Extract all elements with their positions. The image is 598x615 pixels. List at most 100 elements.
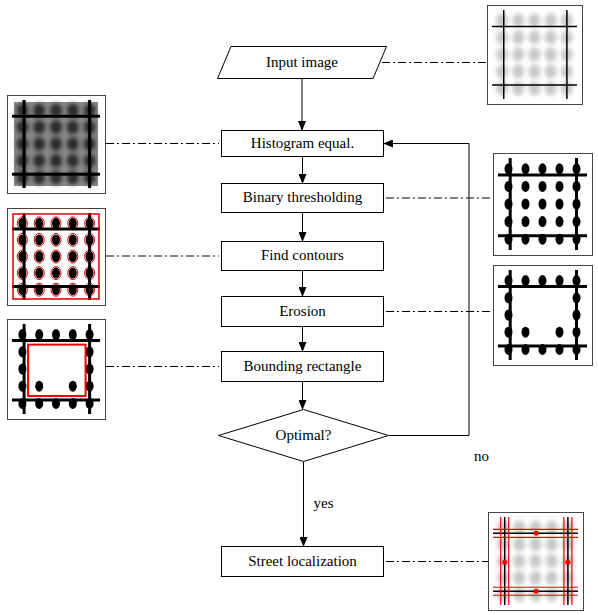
blob bbox=[50, 137, 62, 151]
blob bbox=[512, 14, 524, 28]
blob bbox=[513, 588, 525, 602]
blob bbox=[35, 329, 43, 340]
blob bbox=[522, 216, 530, 227]
thumbnail-frame bbox=[489, 513, 584, 611]
blob bbox=[69, 268, 77, 279]
contour-outline bbox=[51, 250, 61, 263]
flow-arrow bbox=[302, 327, 303, 351]
blob bbox=[67, 120, 79, 134]
blob bbox=[556, 327, 564, 338]
blob bbox=[496, 48, 508, 62]
contour-outline bbox=[34, 267, 44, 280]
blob bbox=[497, 571, 509, 585]
process-box: Histogram equal. bbox=[221, 130, 384, 157]
flow-arrow bbox=[302, 213, 303, 241]
street-line bbox=[23, 100, 26, 188]
thumbnail-frame bbox=[8, 96, 106, 194]
blob bbox=[556, 199, 564, 210]
node-label: Erosion bbox=[279, 303, 326, 320]
thumbnail-image bbox=[489, 513, 584, 611]
contour-outline bbox=[51, 233, 61, 246]
blob bbox=[497, 588, 509, 602]
blob bbox=[67, 137, 79, 151]
blob bbox=[50, 154, 62, 168]
blob bbox=[512, 82, 524, 96]
blob bbox=[33, 171, 45, 185]
thumbnail-image bbox=[488, 6, 583, 105]
street-line bbox=[509, 270, 512, 360]
node-label: Street localization bbox=[248, 553, 357, 570]
blob bbox=[513, 520, 525, 534]
street-center bbox=[534, 531, 539, 536]
thumbnail-frame bbox=[488, 6, 583, 105]
street-bound bbox=[493, 587, 578, 588]
blob bbox=[69, 218, 77, 229]
thumbnail-frame bbox=[8, 209, 106, 306]
blob bbox=[529, 65, 541, 79]
street-bound bbox=[500, 517, 501, 605]
blob bbox=[546, 554, 558, 568]
node-label: Bounding rectangle bbox=[244, 358, 362, 375]
blob bbox=[546, 588, 558, 602]
blob bbox=[529, 14, 541, 28]
blob bbox=[530, 554, 542, 568]
blob bbox=[556, 163, 564, 174]
leader-line bbox=[386, 561, 488, 562]
contour-outline bbox=[17, 233, 27, 246]
blob bbox=[513, 537, 525, 551]
blob bbox=[497, 554, 509, 568]
leader-line bbox=[106, 256, 219, 257]
blob bbox=[545, 14, 557, 28]
blob bbox=[529, 31, 541, 45]
street-bound bbox=[493, 595, 578, 596]
blob bbox=[35, 251, 43, 262]
street-center bbox=[502, 560, 507, 565]
blob bbox=[496, 82, 508, 96]
flow-arrow bbox=[302, 271, 303, 296]
street-bound bbox=[508, 517, 509, 605]
blob bbox=[522, 327, 530, 338]
blob bbox=[496, 14, 508, 28]
blob bbox=[33, 154, 45, 168]
blob bbox=[556, 275, 564, 286]
street-bound bbox=[493, 529, 578, 530]
flow-arrow bbox=[302, 79, 303, 130]
blob bbox=[522, 181, 530, 192]
street-line bbox=[503, 10, 505, 99]
street-line bbox=[88, 213, 91, 300]
blob bbox=[545, 48, 557, 62]
street-bound bbox=[493, 537, 578, 538]
blob bbox=[497, 520, 509, 534]
blob bbox=[69, 234, 77, 245]
street-line bbox=[575, 158, 578, 250]
street-center bbox=[565, 560, 570, 565]
blob bbox=[539, 199, 547, 210]
blob bbox=[16, 137, 28, 151]
blob bbox=[67, 171, 79, 185]
contour-outline bbox=[68, 233, 78, 246]
blob bbox=[556, 216, 564, 227]
leader-line bbox=[106, 366, 219, 367]
process-box: Bounding rectangle bbox=[221, 351, 384, 382]
flow-arrow bbox=[384, 144, 469, 436]
blob bbox=[529, 82, 541, 96]
contour-outline bbox=[17, 250, 27, 263]
contour-outline bbox=[51, 267, 61, 280]
blob bbox=[16, 154, 28, 168]
blob bbox=[496, 31, 508, 45]
street-center bbox=[534, 589, 539, 594]
process-box: Binary thresholding bbox=[221, 183, 384, 213]
flow-arrow bbox=[302, 382, 303, 409]
node-label: Histogram equal. bbox=[251, 135, 354, 152]
blob bbox=[546, 520, 558, 534]
blob bbox=[33, 120, 45, 134]
blob bbox=[497, 537, 509, 551]
blob bbox=[35, 381, 43, 392]
street-bound bbox=[563, 517, 564, 605]
leader-line bbox=[382, 62, 487, 63]
blob bbox=[52, 234, 60, 245]
thumbnail-image bbox=[494, 266, 593, 366]
blob bbox=[539, 181, 547, 192]
street-line bbox=[23, 324, 26, 414]
blob bbox=[539, 163, 547, 174]
